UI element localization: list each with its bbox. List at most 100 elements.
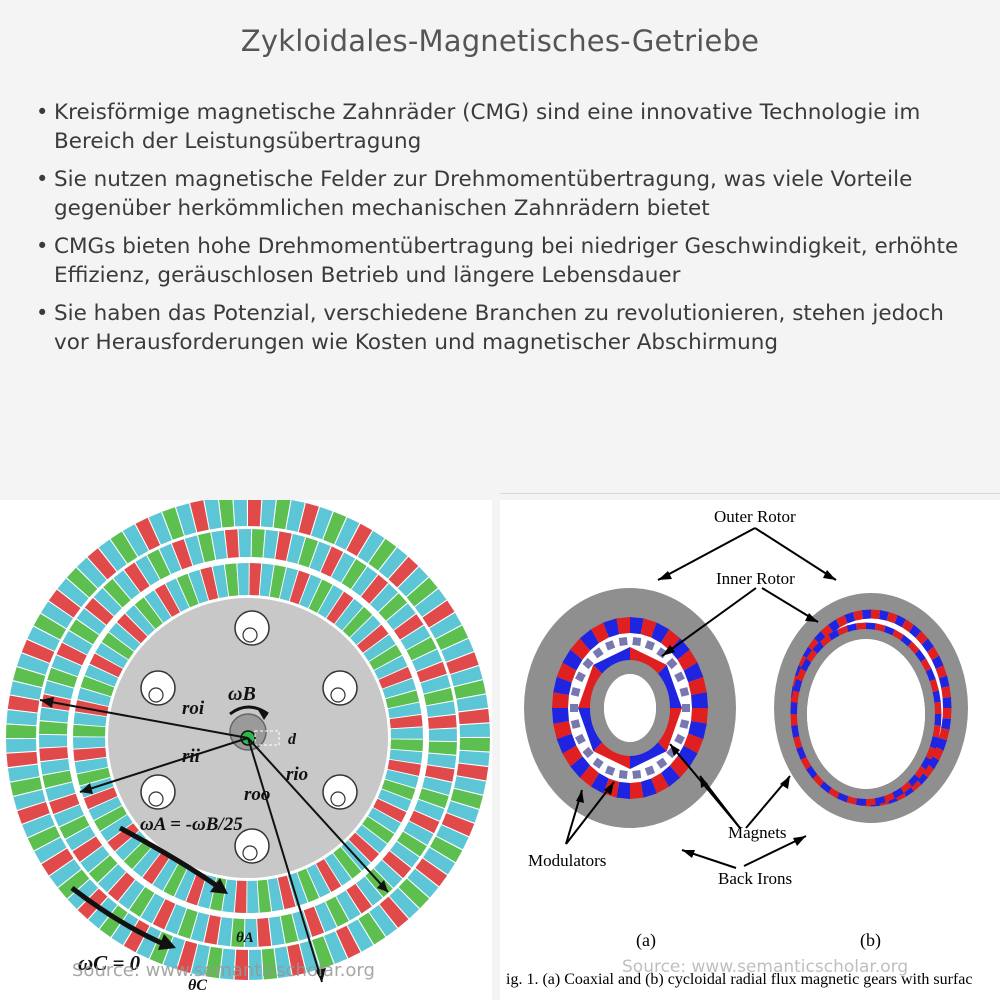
magnet-segment bbox=[406, 577, 438, 607]
magnet-segment bbox=[459, 738, 490, 752]
magnet-rings bbox=[4, 500, 492, 982]
magnet-segment bbox=[846, 795, 858, 805]
magnet-segment bbox=[72, 747, 107, 762]
magnet-segment bbox=[556, 733, 577, 754]
magnet-segment bbox=[140, 893, 165, 924]
magnet-segment bbox=[111, 913, 139, 946]
r-oo-line bbox=[247, 737, 323, 983]
magnet-segment bbox=[275, 531, 292, 562]
left-figure: ωB roi rii rio roo d ωA = -ωB/25 ωC = 0 … bbox=[0, 500, 492, 1000]
magnet-segment bbox=[176, 572, 199, 608]
magnet-segment bbox=[874, 623, 886, 633]
magnet-segment bbox=[423, 847, 456, 875]
magnet-segment bbox=[406, 637, 437, 661]
modulator bbox=[570, 687, 581, 697]
magnet-segment bbox=[578, 708, 605, 752]
magnet-segment bbox=[397, 566, 429, 597]
magnet-segment bbox=[165, 577, 190, 612]
arrowhead bbox=[780, 776, 790, 789]
air-gap bbox=[67, 557, 429, 919]
magnet-segment bbox=[429, 612, 462, 639]
magnet-segment bbox=[902, 619, 914, 633]
magnet-segment bbox=[390, 727, 424, 739]
magnet-segment bbox=[370, 583, 398, 612]
magnet-segment bbox=[925, 668, 936, 682]
r-oi-label: roi bbox=[182, 698, 205, 719]
magnet-segment bbox=[562, 745, 583, 767]
magnet-segment bbox=[853, 610, 863, 621]
magnet-segment bbox=[57, 578, 89, 608]
magnet-segment bbox=[16, 653, 50, 675]
magnet-segment bbox=[238, 529, 252, 558]
magnet-segment bbox=[428, 728, 457, 742]
magnet-segment bbox=[441, 638, 474, 662]
magnet-segment bbox=[212, 563, 229, 598]
arrowhead bbox=[793, 836, 806, 846]
magnet-segment bbox=[579, 765, 599, 787]
arrowhead bbox=[258, 710, 268, 720]
r-ii-line bbox=[79, 737, 249, 793]
magnet-segment bbox=[82, 787, 118, 810]
magnet-segment bbox=[331, 552, 356, 583]
magnet-segment bbox=[222, 879, 237, 914]
magnet-segment bbox=[341, 559, 367, 590]
magnet-segment bbox=[790, 714, 799, 726]
magnet-segment bbox=[21, 639, 55, 663]
magnet-segment bbox=[135, 517, 161, 551]
magnet-segment bbox=[311, 506, 333, 540]
r-oi-line bbox=[39, 699, 249, 739]
magnet-segment bbox=[93, 805, 127, 832]
magnet-segment bbox=[900, 781, 912, 794]
magnet-segment bbox=[427, 714, 457, 729]
magnet-segment bbox=[871, 609, 881, 620]
magnet-segment bbox=[378, 593, 408, 621]
magnet-segment bbox=[224, 562, 239, 597]
magnet-segment bbox=[552, 708, 569, 724]
modulator bbox=[618, 637, 628, 646]
arrowhead bbox=[377, 880, 388, 892]
modulator bbox=[575, 733, 586, 745]
magnet-segment bbox=[377, 789, 413, 812]
pin bbox=[330, 791, 346, 807]
magnet-segment bbox=[335, 925, 361, 959]
magnet-segment bbox=[76, 557, 107, 589]
magnet-segment bbox=[640, 618, 657, 638]
arrowhead bbox=[576, 790, 584, 803]
magnet-segment bbox=[836, 615, 848, 628]
magnet-segment bbox=[933, 702, 942, 714]
bullet-dot: • bbox=[36, 234, 49, 258]
magnet-segment bbox=[47, 667, 78, 688]
magnet-segment bbox=[450, 788, 483, 809]
magnet-segment bbox=[159, 543, 182, 575]
magnet-segment bbox=[87, 548, 117, 580]
bullet-dot: • bbox=[36, 100, 49, 124]
magnet-segment bbox=[171, 539, 193, 570]
magnet-segment bbox=[389, 841, 420, 868]
magnet-segment bbox=[553, 676, 572, 695]
magnet-segment bbox=[688, 721, 707, 740]
magnet-segment bbox=[400, 625, 431, 650]
magnet-segment bbox=[932, 725, 941, 738]
magnet-segment bbox=[6, 709, 38, 726]
leader-arrowheads bbox=[576, 570, 836, 858]
magnet-segment bbox=[76, 687, 111, 707]
magnet-segment bbox=[174, 867, 197, 903]
modulator bbox=[570, 704, 578, 712]
magnet-segment bbox=[436, 825, 469, 850]
magnet-segment bbox=[938, 727, 950, 741]
magnet-segment bbox=[414, 588, 447, 617]
magnet-segment bbox=[374, 655, 409, 680]
magnet-segment bbox=[866, 622, 876, 631]
magnet-segment bbox=[453, 680, 486, 699]
magnet-segment bbox=[368, 538, 397, 571]
inner-magnet-ring bbox=[790, 622, 942, 806]
magnet-segment bbox=[118, 879, 145, 910]
magnet-segment bbox=[427, 753, 457, 769]
magnet-segment bbox=[454, 776, 487, 795]
magnet-segment bbox=[570, 638, 591, 660]
left-gear-diagram: ωB roi rii rio roo d ωA = -ωB/25 ωC = 0 … bbox=[4, 500, 492, 994]
magnet-segment bbox=[335, 517, 360, 550]
magnet-segment bbox=[630, 647, 667, 677]
magnet-segment bbox=[591, 772, 609, 794]
figure-caption: ig. 1. (a) Coaxial and (b) cycloidal rad… bbox=[506, 971, 973, 988]
